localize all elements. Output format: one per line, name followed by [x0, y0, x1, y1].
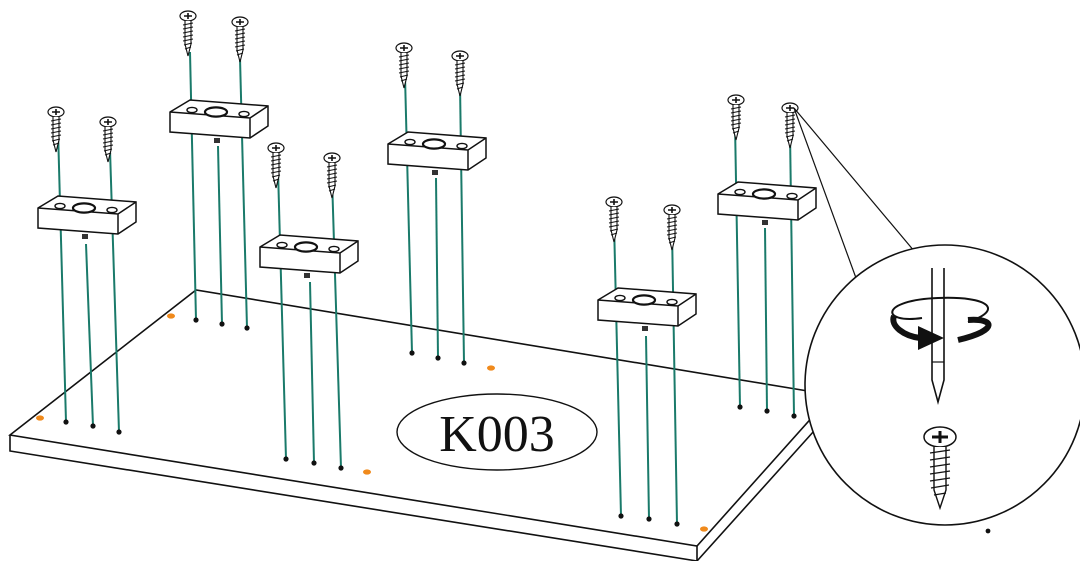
mounting-block — [716, 180, 818, 227]
screw-icon — [727, 94, 745, 141]
screws — [47, 10, 799, 251]
screw-icon — [395, 42, 413, 89]
screw-icon — [99, 116, 117, 163]
detail-callout — [793, 107, 1080, 526]
orange-markers — [36, 313, 708, 532]
marker-dot — [700, 526, 708, 532]
marker-dot — [487, 365, 495, 371]
marker-dot — [363, 469, 371, 475]
guide-lines — [57, 51, 795, 525]
screw-icon — [231, 16, 249, 63]
screw-icon — [451, 50, 469, 97]
screw-icon — [323, 152, 341, 199]
screw-icon — [179, 10, 197, 57]
hole-dots — [63, 317, 991, 534]
rotate-clockwise-icon — [890, 296, 992, 350]
marker-dot — [167, 313, 175, 319]
mounting-block — [36, 194, 138, 241]
screw-icon — [605, 196, 623, 243]
part-label-ellipse — [396, 393, 598, 471]
marker-dot — [36, 415, 44, 421]
screw-icon — [923, 426, 957, 511]
mounting-block — [258, 233, 360, 280]
screw-icon — [663, 204, 681, 251]
part-label-text: K003 — [439, 406, 555, 463]
part-label: K003 — [396, 393, 598, 471]
screw-icon — [47, 106, 65, 153]
mounting-block — [596, 286, 698, 333]
mounting-block — [386, 130, 488, 177]
screw-icon — [267, 142, 285, 189]
mounting-block — [168, 98, 270, 145]
